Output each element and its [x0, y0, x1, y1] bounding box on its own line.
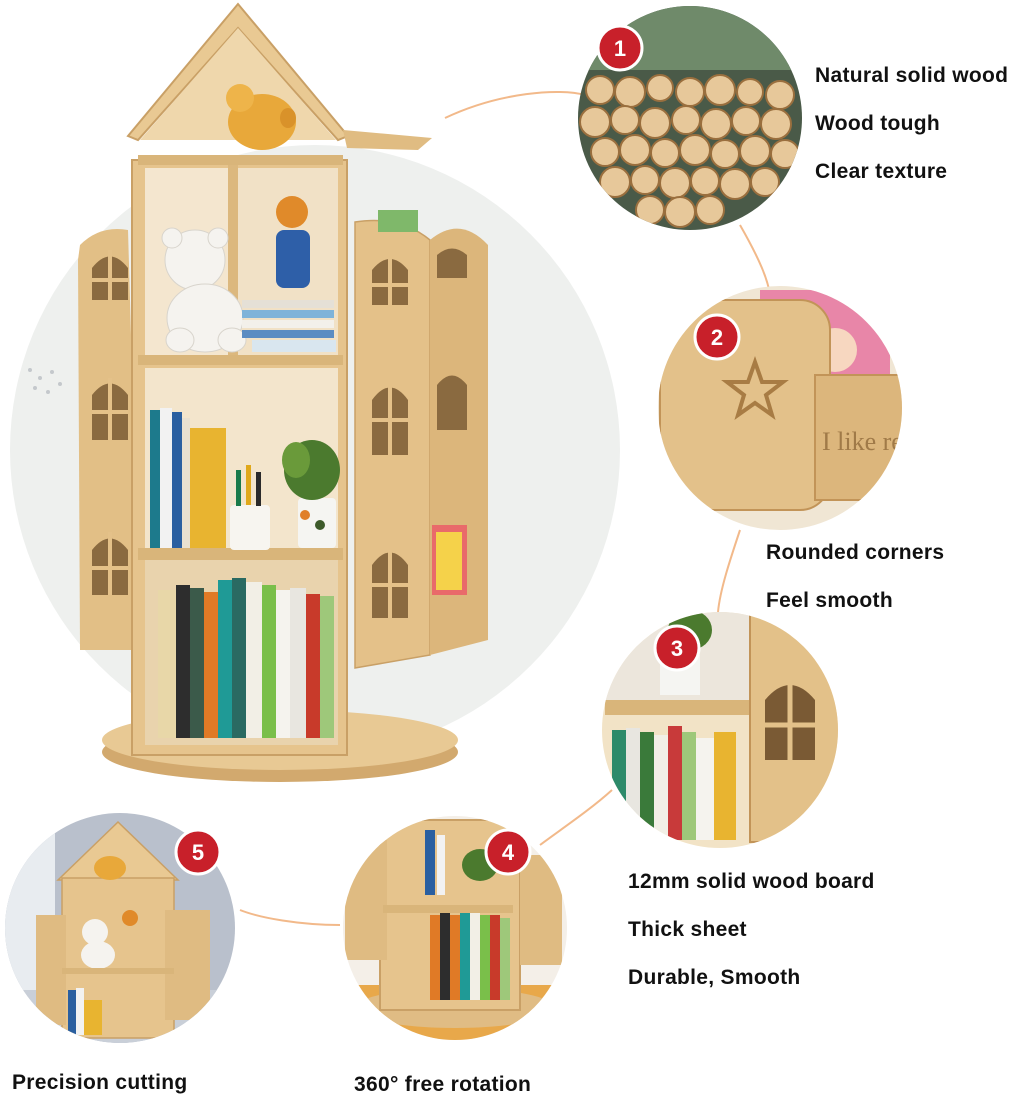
- feature-4-line-1: 360° free rotation: [354, 1073, 532, 1096]
- feature-1-line-2: Wood tough: [815, 112, 941, 135]
- tiger-toy: [242, 196, 336, 352]
- feature-3-line-2: Thick sheet: [628, 918, 747, 941]
- detail-circle-solid-wood: [578, 6, 802, 230]
- teddy-bear: [161, 227, 247, 353]
- feature-2-line-2: Feel smooth: [766, 589, 893, 612]
- badge-2: 2: [693, 313, 741, 361]
- feature-1-line-3: Clear texture: [815, 160, 948, 183]
- feature-5-line-1: Precision cutting: [12, 1071, 188, 1094]
- books-middle-shelf: [150, 408, 226, 548]
- piggy-bank: [226, 84, 296, 150]
- svg-text:4: 4: [502, 840, 515, 865]
- badge-4: 4: [484, 828, 532, 876]
- badge-1: 1: [596, 24, 644, 72]
- star-cutout: [721, 355, 789, 420]
- svg-text:1: 1: [614, 36, 626, 61]
- window-frames: [92, 250, 408, 618]
- pencil-cup: [230, 465, 270, 550]
- rotating-bookshelf: [78, 2, 488, 782]
- potted-plant: [282, 440, 340, 548]
- svg-text:2: 2: [711, 325, 723, 350]
- engraving-text: I like rea: [822, 427, 915, 456]
- badge-3: 3: [653, 624, 701, 672]
- books-bottom-shelf: [158, 578, 334, 738]
- decorative-dots: [28, 368, 62, 394]
- badge-5: 5: [174, 828, 222, 876]
- feature-3-line-1: 12mm solid wood board: [628, 870, 875, 893]
- detail-circle-rotation: [343, 816, 567, 1040]
- svg-text:3: 3: [671, 636, 683, 661]
- detail-circle-wood-board: [602, 612, 838, 848]
- feature-3-line-3: Durable, Smooth: [628, 966, 801, 989]
- feature-1-line-1: Natural solid wood: [815, 64, 1009, 87]
- feature-2-line-1: Rounded corners: [766, 541, 945, 564]
- detail-circle-rounded-corners: I like rea: [658, 286, 915, 530]
- svg-text:5: 5: [192, 840, 204, 865]
